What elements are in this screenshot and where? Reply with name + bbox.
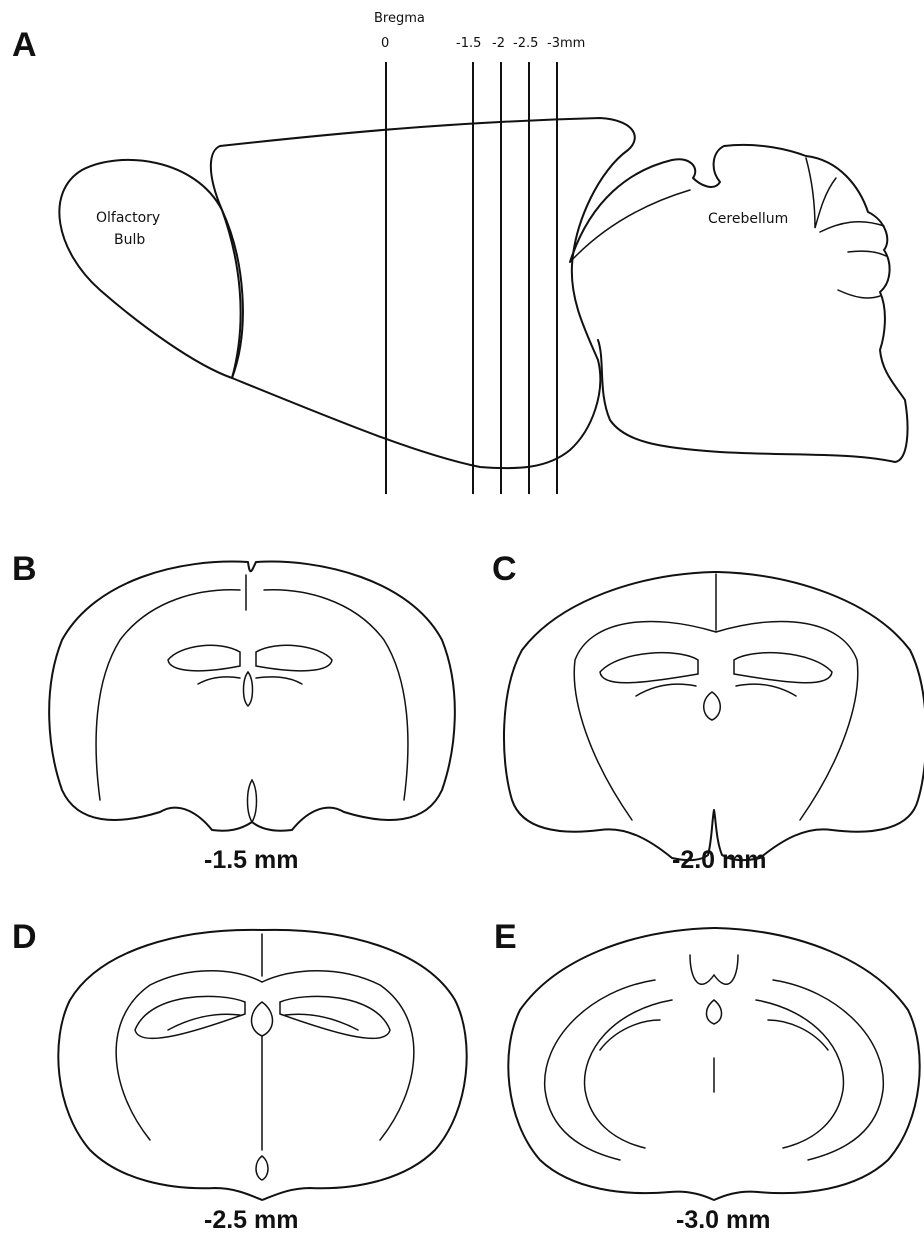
section-d-cortex-right bbox=[262, 971, 414, 1140]
section-c-inner-left bbox=[574, 621, 716, 820]
caption-b: -1.5 mm bbox=[204, 846, 298, 874]
section-e-hippocampal-notch bbox=[690, 955, 738, 984]
hindbrain-outline bbox=[570, 145, 908, 462]
section-e-outer-right bbox=[773, 980, 883, 1160]
cut-label-3mm: -3mm bbox=[547, 36, 585, 51]
cut-label-1-5: -1.5 bbox=[456, 36, 481, 51]
panel-d: D -2.5 mm bbox=[12, 918, 467, 1234]
caption-e: -3.0 mm bbox=[676, 1206, 770, 1234]
section-b-cortex-left bbox=[96, 590, 240, 800]
bregma-label: Bregma bbox=[374, 11, 425, 26]
cerebellum-label: Cerebellum bbox=[708, 211, 788, 227]
section-d-ventricle-left bbox=[135, 996, 245, 1038]
section-b-third-ventricle bbox=[244, 672, 253, 706]
section-e-third-ventricle bbox=[707, 1000, 722, 1024]
panel-d-letter: D bbox=[12, 918, 37, 956]
panel-a: A Bregma 0 -1.5 -2 -2.5 -3mm Olfactory B… bbox=[12, 11, 908, 494]
section-c-third-ventricle bbox=[704, 692, 721, 720]
section-b-hippo-right bbox=[256, 677, 302, 684]
section-b-ventricle-right bbox=[256, 645, 332, 671]
olfactory-label-line1: Olfactory bbox=[96, 210, 160, 226]
section-b-ventricle-left bbox=[168, 645, 240, 671]
section-e-inner-left bbox=[585, 1000, 672, 1148]
section-b-hippo-left bbox=[198, 677, 240, 684]
section-c-hippo-left bbox=[636, 684, 696, 696]
section-d-third-ventricle bbox=[252, 1002, 273, 1036]
panel-e-letter: E bbox=[494, 918, 517, 956]
bregma-value: 0 bbox=[381, 36, 389, 51]
panel-e: E -3.0 mm bbox=[494, 918, 920, 1234]
section-c-ventricle-left bbox=[600, 653, 698, 683]
section-e-hippo-left bbox=[600, 1020, 660, 1050]
cut-label-2-5: -2.5 bbox=[513, 36, 538, 51]
section-b-ventral-slit bbox=[248, 780, 257, 822]
cerebellum-fold-2 bbox=[820, 222, 884, 232]
cerebellum-fold-3 bbox=[848, 251, 886, 256]
section-d-ventricle-right bbox=[280, 996, 390, 1038]
cerebellum-fold-1 bbox=[806, 158, 836, 228]
panel-b-letter: B bbox=[12, 550, 37, 588]
section-b-cortex-right bbox=[264, 590, 408, 800]
section-c-hippo-right bbox=[736, 684, 796, 696]
section-e-hippo-right bbox=[768, 1020, 828, 1050]
section-d-ventral-loop bbox=[256, 1156, 268, 1180]
panel-b: B -1.5 mm bbox=[12, 550, 455, 874]
section-e-inner-right bbox=[756, 1000, 843, 1148]
section-e-outer-left bbox=[545, 980, 655, 1160]
olfactory-label-line2: Bulb bbox=[114, 232, 145, 248]
section-c-outline bbox=[504, 572, 924, 860]
cut-label-2: -2 bbox=[492, 36, 505, 51]
cerebellum-fold-4 bbox=[838, 290, 880, 298]
caption-c: -2.0 mm bbox=[672, 846, 766, 874]
section-d-cortex-left bbox=[116, 971, 262, 1140]
panel-c-letter: C bbox=[492, 550, 517, 588]
panel-a-letter: A bbox=[12, 26, 37, 64]
section-c-ventricle-right bbox=[734, 653, 832, 683]
cerebrum-outline bbox=[211, 118, 635, 468]
section-c-inner-right bbox=[716, 621, 858, 820]
panel-c: C -2.0 mm bbox=[492, 550, 924, 874]
caption-d: -2.5 mm bbox=[204, 1206, 298, 1234]
colliculus-fold bbox=[570, 190, 690, 262]
